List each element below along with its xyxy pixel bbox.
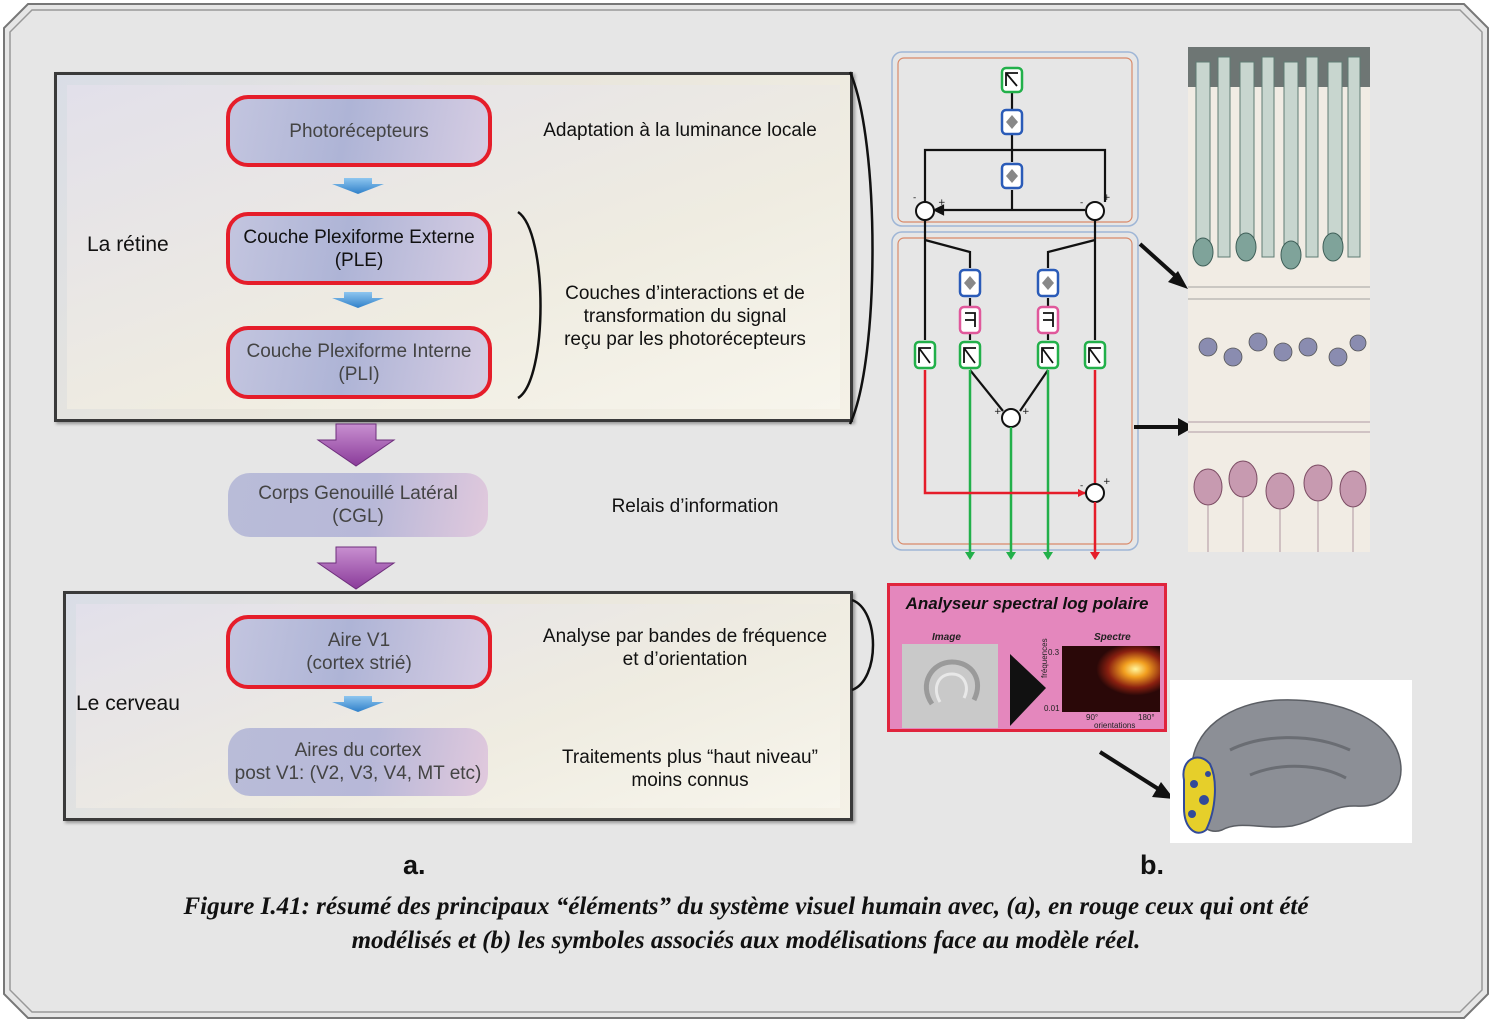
bracket-retina (848, 71, 874, 425)
brain-label: Le cerveau (76, 692, 180, 715)
ple-circuit (923, 92, 1107, 240)
spectrum-thumbnail (1062, 646, 1160, 712)
image-thumbnail (902, 644, 998, 728)
pink-filter-icon (958, 305, 982, 335)
arrow-to-brain (1098, 750, 1174, 799)
freq-bottom: 0.01 (1044, 704, 1060, 713)
v1-label: Aire V1 (327, 630, 391, 651)
analyser-title: Analyseur spectral log polaire (905, 594, 1149, 613)
orient-axis: orientations (1094, 721, 1136, 730)
blue-filter-icon (1036, 268, 1060, 298)
pli-circuit (923, 238, 1097, 412)
freq-axis: fréquences (1040, 638, 1049, 678)
figure-caption: Figure I.41: résumé des principaux “élém… (60, 890, 1432, 958)
svg-text:-: - (1080, 481, 1083, 491)
blue-arrow-1 (332, 178, 384, 194)
label-a: a. (403, 850, 426, 880)
ple-box: Couche Plexiforme Externe (PLE) (226, 212, 492, 285)
photoreceptors-box: Photorécepteurs (226, 95, 492, 167)
analyse-description: Analyse par bandes de fréquence et d’ori… (542, 626, 828, 670)
spectral-analyser-panel: Analyseur spectral log polaire Image Spe… (887, 583, 1167, 732)
label-b: b. (1140, 850, 1164, 880)
ple-label: Couche Plexiforme Externe (243, 226, 475, 248)
pli-box: Couche Plexiforme Interne (PLI) (226, 326, 492, 399)
retina-histology-image (1188, 47, 1370, 552)
retina-label: La rétine (87, 233, 169, 256)
bracket-v1 (851, 598, 875, 692)
bracket-couches (517, 210, 542, 400)
green-filter-icon (1083, 340, 1107, 370)
green-filter-icon (1000, 66, 1024, 94)
post-v1-label: Aires du cortex (294, 740, 422, 761)
blue-arrow-2 (332, 292, 384, 308)
brain-image (1170, 680, 1412, 843)
pli-abbrev: (PLI) (338, 363, 380, 385)
blue-arrow-3 (332, 696, 384, 712)
blue-filter-icon (1000, 162, 1024, 190)
spectre-label: Spectre (1094, 632, 1131, 643)
pli-label: Couche Plexiforme Interne (246, 340, 472, 362)
green-filter-icon (958, 340, 982, 370)
svg-text:+: + (1103, 193, 1111, 203)
svg-text:+: + (1103, 477, 1111, 487)
relais-description: Relais d’information (611, 496, 779, 517)
cgl-abbrev: (CGL) (332, 506, 384, 527)
orient-tick-180: 180° (1138, 713, 1155, 722)
ple-abbrev: (PLE) (334, 249, 384, 271)
post-v1-sub: post V1: (V2, V3, V4, MT etc) (234, 763, 482, 784)
cgl-label: Corps Genouillé Latéral (258, 483, 458, 504)
svg-text:-: - (913, 193, 916, 203)
caption-line-1: Figure I.41: résumé des principaux “élém… (183, 893, 1309, 920)
svg-text:+: + (938, 198, 946, 208)
transform-arrow-icon (1010, 654, 1046, 726)
caption-line-2: modélisés et (b) les symboles associés a… (351, 927, 1141, 954)
arrow-to-retina-bottom (1134, 418, 1194, 436)
blue-filter-icon (958, 268, 982, 298)
traitements-description: Traitements plus “haut niveau” moins con… (562, 747, 818, 791)
freq-top: 0.3 (1048, 648, 1060, 657)
svg-text:-: - (1080, 198, 1083, 208)
photoreceptors-label: Photorécepteurs (289, 120, 429, 142)
orient-tick-90: 90° (1086, 713, 1099, 722)
svg-text:+: + (994, 407, 1002, 417)
v1-sub: (cortex strié) (306, 653, 412, 674)
green-filter-icon (913, 340, 937, 370)
purple-arrow-1 (316, 423, 396, 467)
svg-text:+: + (1022, 407, 1030, 417)
arrow-to-retina-top (1138, 242, 1188, 289)
v1-box: Aire V1 (cortex strié) (226, 615, 492, 689)
couches-description: Couches d’interactions et de transformat… (564, 283, 806, 350)
green-filter-icon (1036, 340, 1060, 370)
image-label: Image (932, 632, 961, 643)
purple-arrow-2 (316, 546, 396, 590)
photo-description: Adaptation à la luminance locale (543, 120, 817, 141)
blue-filter-icon (1000, 108, 1024, 136)
post-v1-box: Aires du cortex post V1: (V2, V3, V4, MT… (228, 728, 488, 796)
pink-filter-icon (1036, 305, 1060, 335)
cgl-box: Corps Genouillé Latéral (CGL) (228, 473, 488, 537)
